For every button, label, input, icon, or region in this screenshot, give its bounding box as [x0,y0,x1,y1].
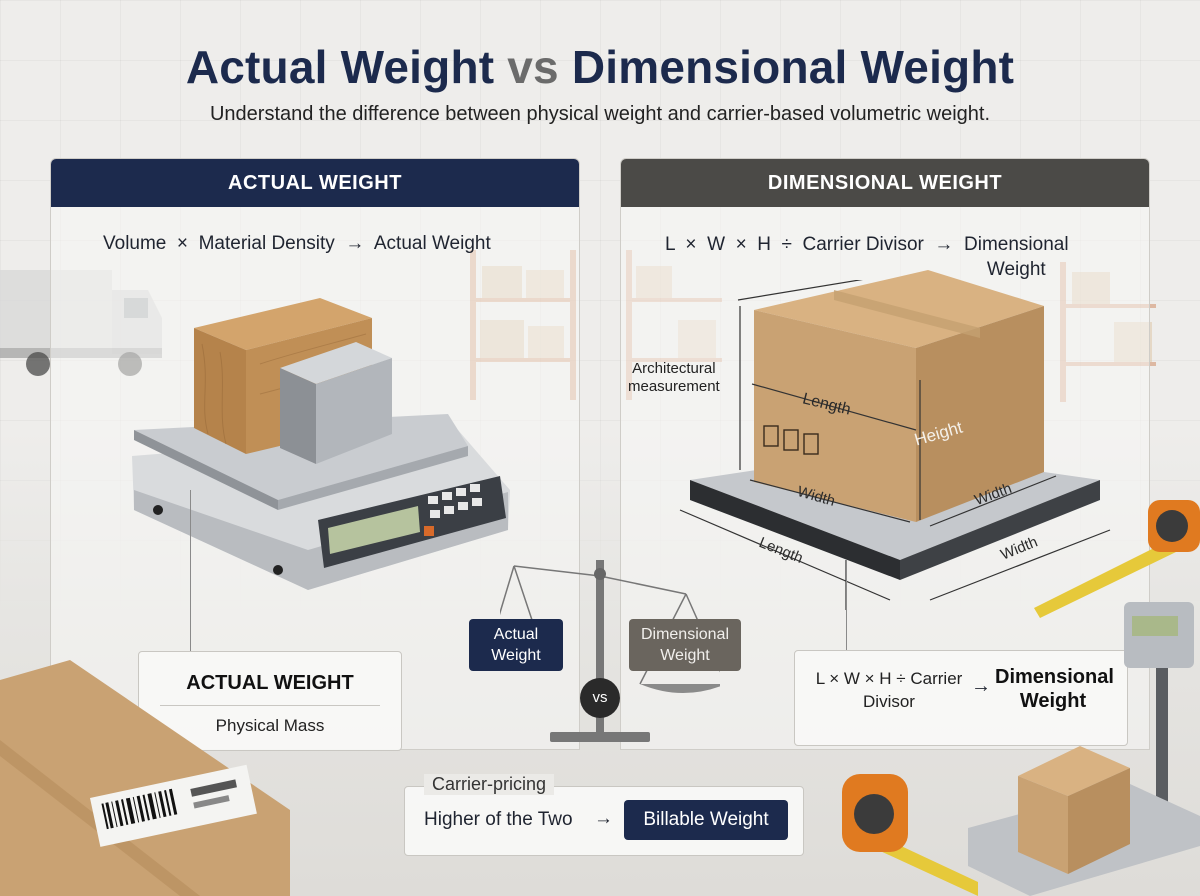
title-part-actual: Actual Weight [185,41,495,93]
tape-measure-icon-2 [842,774,978,896]
title-part-dimensional: Dimensional Weight [571,41,1015,93]
callout-sub-physical-mass: Physical Mass [215,716,325,735]
actual-weight-header: ACTUAL WEIGHT [51,159,579,207]
higher-of-two-text: Higher of the Two [424,809,573,830]
page-subtitle: Understand the difference between physic… [209,103,991,125]
carrier-arrow: → [594,808,613,829]
dim-formula-prefix: L × W × H ÷ Carrier Divisor → [665,234,964,255]
small-scale-illustration [968,602,1200,896]
balance-dimensional-weight: Dimensional Weight [629,619,741,671]
cardboard-box-illustration [754,270,1044,522]
dimensional-weight-formula: L × W × H ÷ Carrier Divisor → Dimensiona… [665,232,1069,282]
actual-weight-callout: ACTUAL WEIGHT Physical Mass [138,651,402,751]
carrier-pricing-label: Carrier-pricing [424,774,555,795]
vs-badge: vs [580,678,620,718]
callout-title-actual: ACTUAL WEIGHT [186,672,354,694]
shipping-box-illustration [0,660,290,896]
callout-result-line2: Weight [1019,690,1087,712]
title-vs: vs [507,41,559,93]
callout-result-line1: Dimensional [995,666,1114,688]
arch-label-line1: Architectural [632,360,716,377]
callout-divider [160,705,380,706]
leader-line-left [190,490,191,652]
architectural-measurement-label: Architectural measurement [628,360,720,396]
page-title: Actual Weight vs Dimensional Weight [0,40,1200,94]
leader-line-right [846,560,847,650]
billable-weight-badge: Billable Weight [624,800,788,840]
dimension-lines [679,280,1111,610]
balance-actual-line2: Weight [491,647,541,664]
arch-label-line2: measurement [628,378,720,395]
callout-arrow: → [971,675,991,697]
balance-dim-line1: Dimensional [640,626,730,643]
dimensional-weight-callout: L × W × H ÷ Carrier Divisor → Dimensiona… [794,650,1128,746]
actual-weight-formula: Volume × Material Density → Actual Weigh… [103,233,491,254]
dim-formula-result-line1: Dimensional [964,234,1069,255]
steel-cube-illustration [280,342,392,464]
balance-actual-line1: Actual [493,626,539,643]
balance-actual-weight: Actual Weight [469,619,563,671]
dim-formula-result-line2: Weight [986,259,1046,280]
tape-measure-icon [1034,500,1200,618]
balance-dim-line2: Weight [660,647,710,664]
dimensional-weight-header: DIMENSIONAL WEIGHT [621,159,1149,207]
callout-formula-line1: L × W × H ÷ Carrier [815,669,963,688]
callout-dimensional-weight: Dimensional Weight [995,665,1114,713]
callout-formula-line2: Divisor [863,692,915,711]
callout-formula: L × W × H ÷ Carrier Divisor [809,667,969,713]
carrier-pricing-box [404,786,804,856]
balance-scale-illustration [500,560,720,742]
